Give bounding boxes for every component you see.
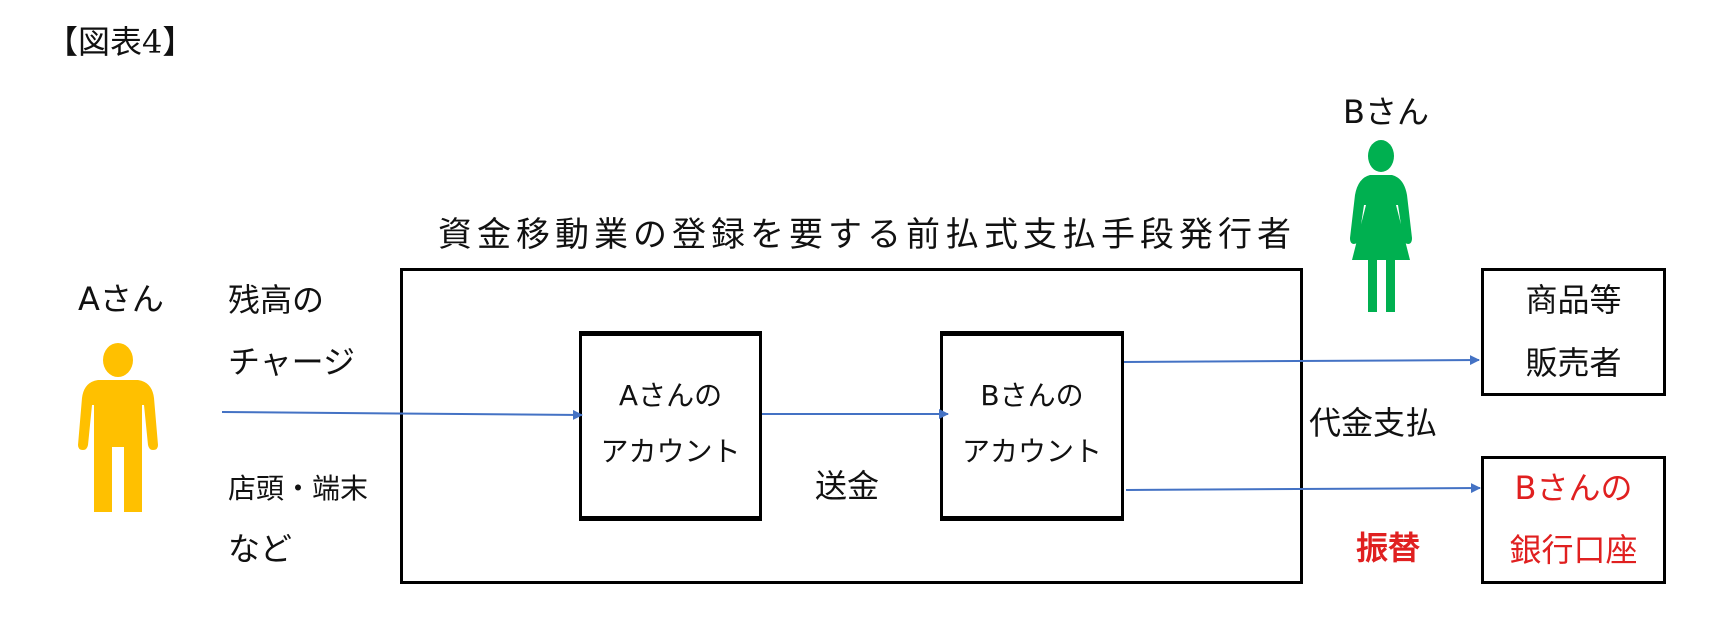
seller-line2: 販売者 — [1525, 344, 1622, 382]
charge-arrow — [221, 409, 583, 420]
account-b-box — [940, 331, 1124, 521]
account-a-box — [579, 331, 762, 521]
figure-title: 【図表4】 — [46, 23, 195, 61]
transfer-label: 送金 — [815, 467, 880, 505]
account-b-line2: アカウント — [961, 435, 1102, 468]
channel-label-1: 店頭・端末 — [228, 472, 369, 505]
payment-label: 代金支払 — [1309, 404, 1438, 442]
issuer-box — [400, 268, 1303, 584]
bank-line1: Bさんの — [1514, 469, 1633, 507]
bank-box — [1481, 456, 1666, 584]
seller-box — [1481, 268, 1666, 396]
seller-line1: 商品等 — [1525, 281, 1622, 319]
charge-label-1: 残高の — [228, 281, 325, 319]
issuer-label: 資金移動業の登録を要する前払式支払手段発行者 — [438, 215, 1296, 255]
charge-label-2: チャージ — [228, 343, 356, 381]
person-b-label: Bさん — [1343, 93, 1429, 131]
bank-line2: 銀行口座 — [1509, 531, 1638, 569]
account-a-line1: Aさんの — [618, 379, 723, 412]
bank-transfer-label: 振替 — [1356, 529, 1421, 567]
account-b-line1: Bさんの — [980, 379, 1084, 412]
person-female-icon — [1350, 140, 1412, 312]
bank-transfer-arrow — [1125, 483, 1481, 494]
account-a-line2: アカウント — [600, 435, 741, 468]
person-male-icon — [78, 343, 158, 512]
payment-arrow — [1123, 355, 1480, 366]
person-a-label: Aさん — [78, 280, 164, 318]
channel-label-2: など — [228, 530, 293, 568]
